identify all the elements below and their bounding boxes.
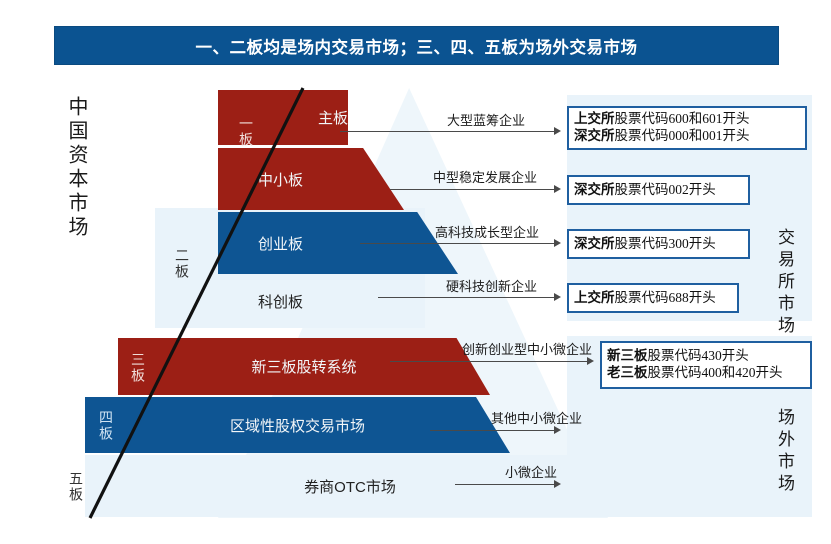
arrow-label-medium-stable: 中型稳定发展企业 xyxy=(433,170,538,185)
code-box-star-board[interactable]: 上交所股票代码688开头 xyxy=(567,283,739,313)
otc-market-label: 场外市场 xyxy=(775,408,794,496)
code-box-main-board-line1: 上交所股票代码600和601开头 xyxy=(574,111,750,127)
arrow-head-micro-enterprise xyxy=(554,480,561,488)
code-box-main-board[interactable]: 上交所股票代码600和601开头 深交所股票代码000和001开头 xyxy=(567,106,807,150)
tier-regional-equity-board[interactable]: 区域性股权交易市场 xyxy=(85,397,510,453)
code-box-chinext-board[interactable]: 深交所股票代码300开头 xyxy=(567,229,750,259)
tier-tag-second-board: 二板 xyxy=(174,248,190,280)
arrow-label-large-bluechip: 大型蓝筹企业 xyxy=(447,113,526,128)
arrow-head-innovative-msme xyxy=(587,357,594,365)
tier-tag-first-board: 一板 xyxy=(238,116,254,148)
arrow-label-hardtech-innovation: 硬科技创新企业 xyxy=(446,279,538,294)
page-title: 一、二板均是场内交易市场；三、四、五板为场外交易市场 xyxy=(195,38,638,57)
arrow-line-large-bluechip xyxy=(340,131,554,132)
tier-tag-third-board: 三板 xyxy=(130,352,146,384)
code-box-neeq-board[interactable]: 新三板股票代码430开头 老三板股票代码400和420开头 xyxy=(600,341,812,389)
code-box-sme-board[interactable]: 深交所股票代码002开头 xyxy=(567,175,750,205)
arrow-head-hardtech-innovation xyxy=(554,293,561,301)
arrow-head-large-bluechip xyxy=(554,127,561,135)
arrow-line-other-msme xyxy=(430,430,554,431)
arrow-line-hardtech-innovation xyxy=(378,297,554,298)
code-box-neeq-board-line1: 新三板股票代码430开头 xyxy=(607,348,749,364)
exchange-market-label: 交易所市场 xyxy=(775,228,794,338)
arrow-line-micro-enterprise xyxy=(455,484,554,485)
arrow-line-innovative-msme xyxy=(390,361,587,362)
arrow-label-micro-enterprise: 小微企业 xyxy=(505,465,558,480)
arrow-label-other-msme: 其他中小微企业 xyxy=(491,411,583,426)
tier-neeq-board[interactable]: 新三板股转系统 xyxy=(118,338,490,395)
arrow-head-medium-stable xyxy=(554,185,561,193)
arrow-label-hightech-growth: 高科技成长型企业 xyxy=(435,225,540,240)
code-box-main-board-line2: 深交所股票代码000和001开头 xyxy=(574,128,750,143)
arrow-head-other-msme xyxy=(554,426,561,434)
arrow-label-innovative-msme: 创新创业型中小微企业 xyxy=(462,342,593,357)
arrow-line-hightech-growth xyxy=(360,243,554,244)
diagram-title-banner: 一、二板均是场内交易市场；三、四、五板为场外交易市场 xyxy=(54,26,779,65)
arrow-head-hightech-growth xyxy=(554,239,561,247)
tier-neeq-board-shape xyxy=(118,338,490,395)
tier-regional-equity-board-shape xyxy=(85,397,510,453)
code-box-star-board-line1: 上交所股票代码688开头 xyxy=(574,289,716,305)
code-box-chinext-board-line1: 深交所股票代码300开头 xyxy=(574,235,716,251)
left-axis-label: 中国资本市场 xyxy=(65,96,87,240)
tier-tag-fourth-board: 四板 xyxy=(98,410,114,442)
code-box-sme-board-line1: 深交所股票代码002开头 xyxy=(574,181,716,197)
arrow-line-medium-stable xyxy=(390,189,554,190)
code-box-neeq-board-line2: 老三板股票代码400和420开头 xyxy=(607,365,783,380)
tier-tag-fifth-board: 五板 xyxy=(68,471,84,503)
